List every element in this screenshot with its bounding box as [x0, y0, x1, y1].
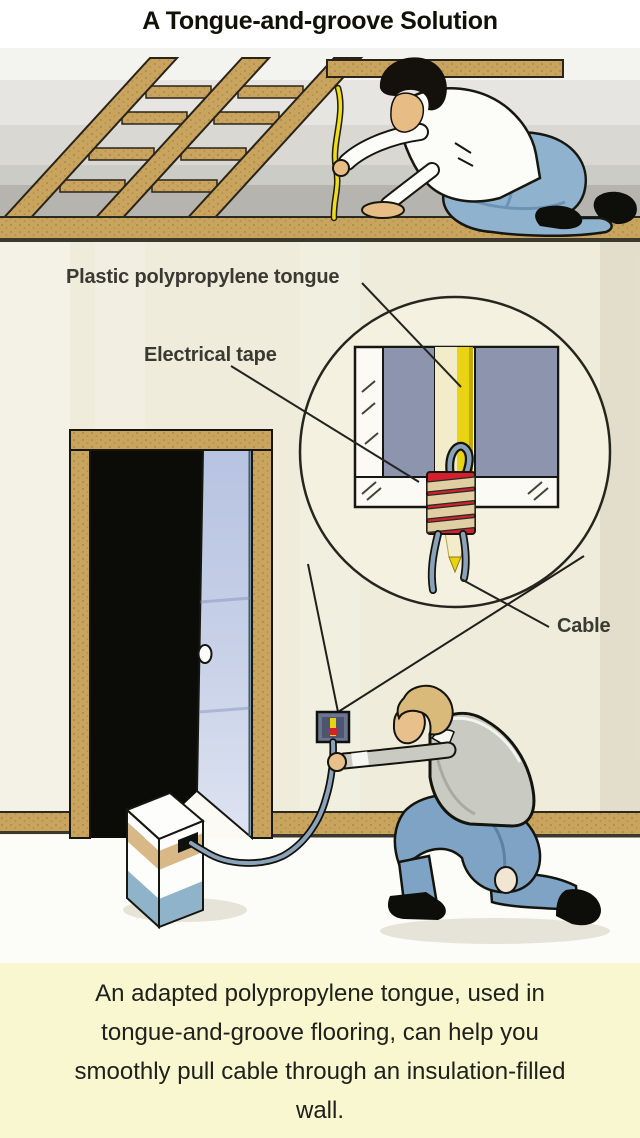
rear-shoe [593, 191, 637, 225]
doorway [69, 429, 273, 841]
wall-outlet-opening [315, 710, 351, 744]
door-lintel [69, 429, 273, 451]
door-jamb-right [251, 449, 273, 839]
hand-pulling-cable [327, 752, 347, 772]
tongue-cream-side [435, 347, 457, 477]
hand-on-floor [361, 201, 405, 219]
label-electrical-tape: Electrical tape [144, 344, 277, 366]
main-illustration-pulling-cable [0, 242, 640, 963]
label-plastic-polypropylene-tongue: Plastic polypropylene tongue [66, 266, 340, 288]
caption-line: smoothly pull cable through an insulatio… [74, 1058, 566, 1085]
caption-line: tongue-and-groove flooring, can help you [101, 1019, 539, 1046]
magnifier-callout-lines [307, 555, 585, 713]
hair [396, 684, 454, 736]
front-shoe [535, 205, 583, 230]
label-cable: Cable [557, 615, 611, 637]
label-leader-lines [230, 282, 550, 628]
rear-shoe [556, 889, 601, 926]
front-shoe [387, 892, 446, 920]
kneeling-installer-bottom [327, 684, 610, 944]
stud-left [382, 346, 436, 478]
hand-gripping-tongue [332, 159, 350, 177]
page-title: A Tongue-and-groove Solution [142, 7, 498, 35]
caption-panel: An adapted polypropylene tongue, used in… [0, 963, 640, 1138]
door-jamb-left [69, 449, 91, 839]
stud-right [474, 346, 559, 478]
caption-line: wall. [295, 1097, 344, 1124]
door-panel [195, 449, 253, 841]
door-knob [197, 644, 213, 664]
cable-run [187, 738, 337, 867]
top-illustration-feeding-tongue [0, 48, 640, 242]
wall-cross-section-inset [353, 345, 560, 594]
caption-line: An adapted polypropylene tongue, used in [95, 980, 545, 1007]
face [390, 92, 425, 133]
fist-on-knee [494, 866, 518, 894]
kneeling-installer-top [332, 57, 637, 238]
hair [379, 57, 447, 111]
